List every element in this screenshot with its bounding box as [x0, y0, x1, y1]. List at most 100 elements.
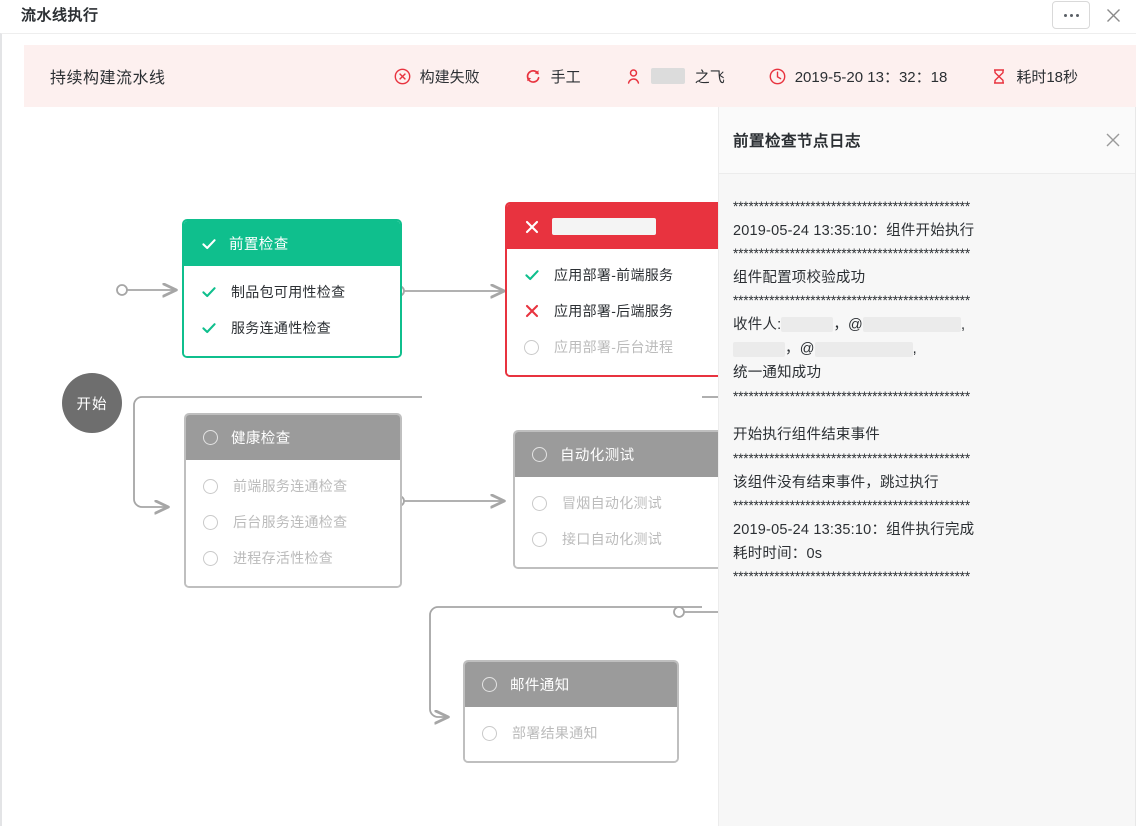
node-step[interactable]: 制品包可用性检查	[184, 274, 400, 310]
drawer-title: 前置检查节点日志	[733, 133, 862, 150]
log-line: 2019-05-24 13:35:10：组件开始执行	[733, 222, 975, 239]
drawer-close-button[interactable]	[1104, 131, 1122, 149]
log-line: ****************************************…	[733, 293, 971, 309]
cross-icon	[523, 219, 540, 235]
log-line-blank	[733, 408, 1124, 423]
window-close-button[interactable]	[1100, 2, 1126, 28]
log-line: 2019-05-24 13:35:10：组件执行完成	[733, 521, 975, 538]
start-node-label: 开始	[76, 396, 108, 413]
circle-icon	[202, 478, 219, 494]
drawer-header: 前置检查节点日志	[719, 107, 1136, 174]
node-step-label: 进程存活性检查	[233, 550, 334, 566]
node-step-label: 后台服务连通检查	[233, 514, 348, 530]
more-options-button[interactable]	[1052, 1, 1090, 29]
node-mail-notify[interactable]: 邮件通知 部署结果通知	[463, 660, 679, 763]
node-title: 自动化测试	[560, 448, 635, 464]
clock-icon	[769, 68, 786, 85]
node-header[interactable]: 前置检查	[184, 221, 400, 266]
log-line: ****************************************…	[733, 199, 971, 214]
check-icon	[200, 320, 217, 336]
node-step[interactable]: 服务连通性检查	[184, 310, 400, 346]
drawer-log-body[interactable]: ****************************************…	[719, 174, 1136, 826]
node-body: 应用部署-前端服务 应用部署-后端服务 应用部署-后台进程	[505, 202, 718, 377]
log-line: ****************************************…	[733, 497, 971, 513]
node-header[interactable]: 健康检查	[186, 415, 400, 460]
node-step-list: 冒烟自动化测试 接口自动化测试	[515, 477, 718, 567]
check-icon	[523, 267, 540, 283]
refresh-icon	[524, 67, 542, 85]
node-header[interactable]: 自动化测试	[515, 432, 718, 477]
execution-time-label: 2019-5-20 13：32：18	[794, 68, 948, 86]
recipients-at: @	[799, 341, 815, 358]
hourglass-icon	[991, 68, 1007, 85]
node-step[interactable]: 冒烟自动化测试	[515, 485, 718, 521]
circle-icon	[531, 447, 548, 462]
recipient-redaction	[781, 317, 834, 333]
executor-user: 之飞	[625, 66, 725, 87]
node-step-list: 制品包可用性检查 服务连通性检查	[184, 266, 400, 356]
user-icon	[625, 68, 642, 85]
check-icon	[200, 284, 217, 300]
node-step[interactable]: 后台服务连通检查	[186, 504, 400, 540]
more-dots-icon	[1063, 13, 1079, 17]
pipeline-name: 持续构建流水线	[50, 70, 166, 87]
node-step[interactable]: 前端服务连通检查	[186, 468, 400, 504]
node-pre-check[interactable]: 前置检查 制品包可用性检查 服务连通性检查	[182, 219, 402, 358]
port-start-out	[116, 284, 128, 296]
node-header[interactable]	[507, 204, 718, 249]
node-step-label: 接口自动化测试	[562, 531, 663, 547]
node-header[interactable]: 邮件通知	[465, 662, 677, 707]
node-step[interactable]: 进程存活性检查	[186, 540, 400, 576]
recipient-domain-redaction	[862, 317, 961, 333]
recipients-prefix: 收件人:	[733, 316, 782, 333]
log-line: 统一通知成功	[733, 365, 822, 382]
port-mailnotify-out	[673, 606, 685, 618]
node-step-label: 制品包可用性检查	[231, 284, 346, 300]
node-step-label: 应用部署-后端服务	[554, 303, 674, 319]
node-step-list: 应用部署-前端服务 应用部署-后端服务 应用部署-后台进程	[507, 249, 718, 375]
close-icon	[1106, 8, 1120, 22]
start-node[interactable]: 开始	[62, 373, 122, 433]
log-line: 组件配置项校验成功	[733, 269, 866, 286]
log-line: ****************************************…	[733, 388, 971, 404]
status-label: 构建失败	[419, 68, 480, 86]
node-title: 健康检查	[231, 431, 291, 447]
node-step[interactable]: 接口自动化测试	[515, 521, 718, 557]
node-body: 前置检查 制品包可用性检查 服务连通性检查	[182, 219, 402, 358]
circle-icon	[202, 550, 219, 566]
recipients-suffix: ,	[960, 316, 966, 333]
node-log-drawer: 前置检查节点日志 *******************************…	[718, 107, 1136, 826]
link-elbow-to-healthcheck	[133, 396, 422, 507]
node-step-label: 前端服务连通检查	[233, 478, 348, 494]
node-body: 邮件通知 部署结果通知	[463, 660, 679, 763]
page-title: 流水线执行	[21, 7, 99, 24]
execution-summary-bar: 持续构建流水线 构建失败	[24, 45, 1136, 107]
node-title: 前置检查	[229, 237, 289, 253]
pipeline-canvas[interactable]: 开始 前置检查 制品包可用性检查	[2, 107, 718, 826]
link-elbow-to-mailnotify	[429, 606, 702, 717]
node-health-check[interactable]: 健康检查 前端服务连通检查 后台服务连通检查 进程存活性检查	[184, 413, 402, 588]
circle-icon	[531, 531, 548, 547]
node-step[interactable]: 应用部署-后端服务	[507, 293, 718, 329]
node-app-deploy[interactable]: 应用部署-前端服务 应用部署-后端服务 应用部署-后台进程	[505, 202, 718, 377]
log-line: ****************************************…	[733, 246, 971, 262]
node-step-list: 部署结果通知	[465, 707, 677, 761]
node-step-label: 部署结果通知	[512, 725, 598, 741]
execution-duration: 耗时18秒	[991, 66, 1078, 87]
recipient-redaction	[733, 341, 785, 357]
trigger-type: 手工	[524, 66, 581, 87]
recipients-suffix: ,	[912, 341, 917, 358]
node-step-label: 应用部署-前端服务	[554, 267, 674, 283]
log-line-recipients-2: ，@,	[733, 337, 1124, 361]
node-step[interactable]: 应用部署-前端服务	[507, 257, 718, 293]
circle-icon	[481, 725, 498, 741]
status-badge: 构建失败	[394, 66, 480, 87]
node-auto-test[interactable]: 自动化测试 冒烟自动化测试 接口自动化测试	[513, 430, 718, 569]
node-step[interactable]: 部署结果通知	[465, 715, 677, 751]
user-name-redaction	[650, 68, 685, 84]
circle-icon	[531, 495, 548, 511]
close-icon	[1106, 133, 1120, 147]
window-titlebar: 流水线执行	[0, 0, 1136, 33]
node-step[interactable]: 应用部署-后台进程	[507, 329, 718, 365]
circle-icon	[523, 339, 540, 355]
